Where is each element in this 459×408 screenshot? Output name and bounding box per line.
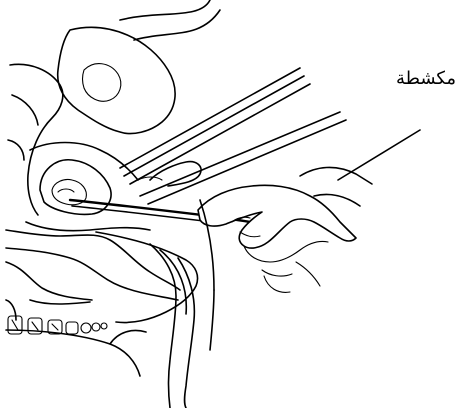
perineum-outline [6,300,146,376]
operator-hand [198,130,420,292]
tenaculum-instrument [120,68,346,204]
speculum-lower-blade [96,232,198,408]
curette-label: مكشطة [396,68,456,89]
spine-vertebrae [8,316,107,334]
cervix-and-vaginal-canal [26,143,150,231]
uterus-body [58,0,220,134]
